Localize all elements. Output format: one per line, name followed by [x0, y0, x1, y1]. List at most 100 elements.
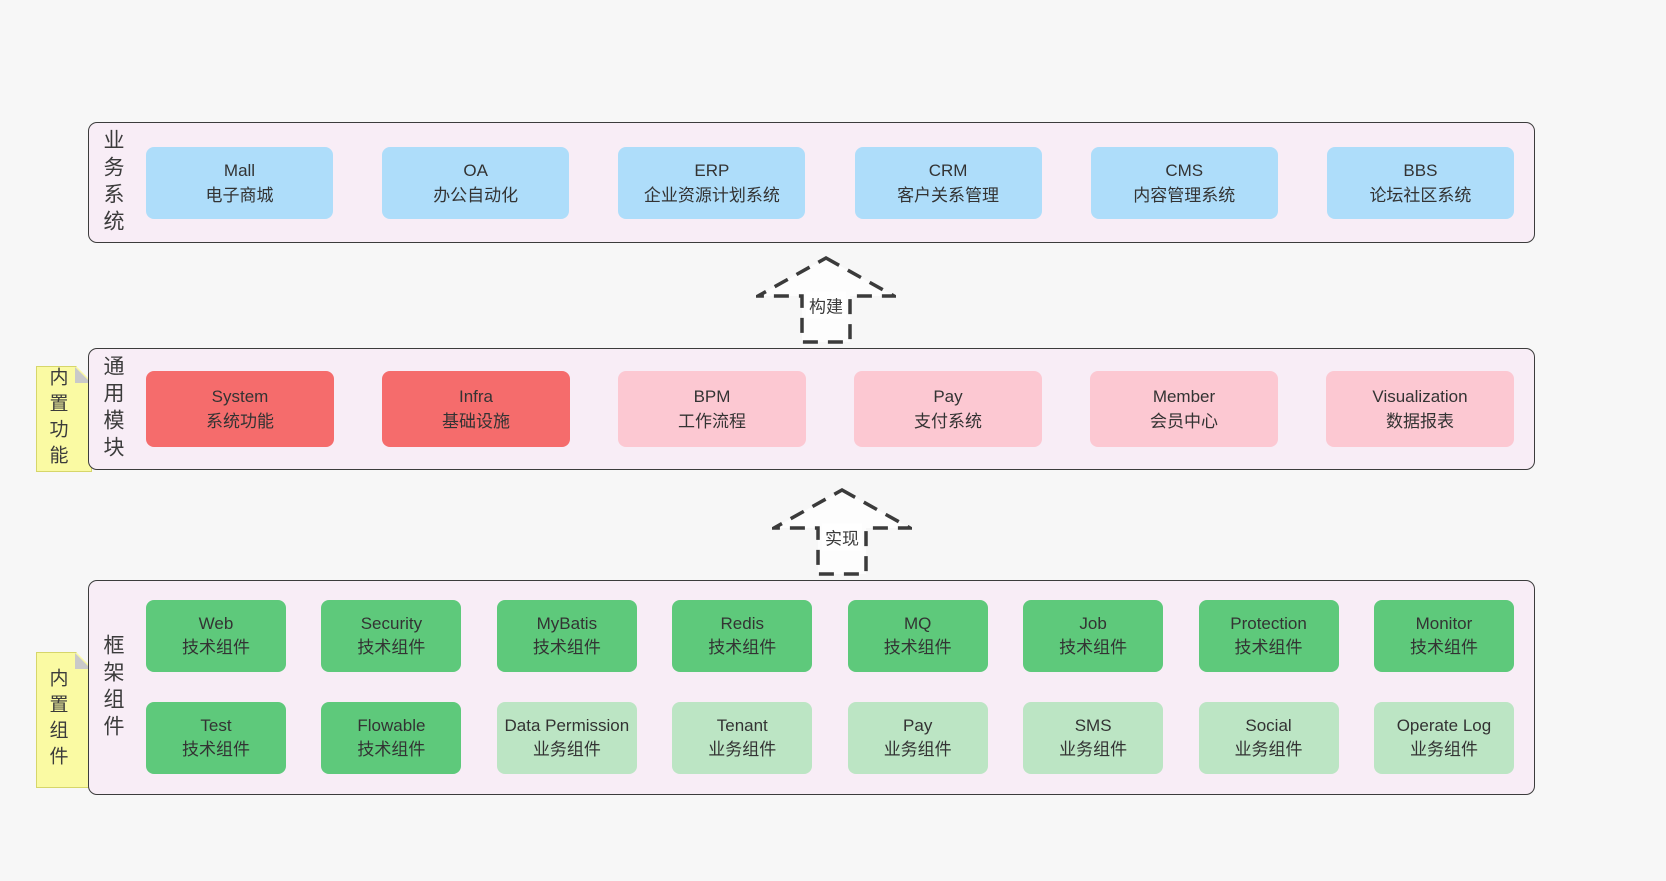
module-box: Pay 业务组件	[847, 702, 988, 774]
module-box: CRM 客户关系管理	[854, 147, 1042, 219]
sticky-note-label: 内置组件	[46, 668, 68, 772]
module-box-subtitle: 技术组件	[1234, 638, 1303, 657]
module-box-subtitle: 电子商城	[205, 186, 274, 205]
build-arrow-label: 构建	[806, 291, 846, 319]
module-box-subtitle: 业务组件	[883, 740, 952, 759]
module-box-title: ERP	[694, 161, 730, 180]
module-box-subtitle: 技术组件	[357, 638, 426, 657]
note-fold-corner	[75, 367, 91, 383]
note-fold-corner	[75, 653, 91, 669]
framework-components-row-2: Test 技术组件 Flowable 技术组件 Data Permission …	[146, 702, 1514, 774]
module-box: Infra 基础设施	[382, 371, 570, 447]
module-box-title: Operate Log	[1396, 716, 1492, 735]
module-box-title: Tenant	[716, 716, 768, 735]
module-box-subtitle: 技术组件	[357, 740, 426, 759]
business-systems-row: Mall 电子商城 OA 办公自动化 ERP 企业资源计划系统 CRM 客户关系…	[146, 147, 1514, 219]
module-box-subtitle: 基础设施	[442, 412, 510, 431]
module-box: Social 业务组件	[1198, 702, 1339, 774]
module-box-title: Web	[198, 614, 234, 633]
module-box-title: MQ	[903, 614, 932, 633]
business-systems-panel: 业务系统 Mall 电子商城 OA 办公自动化 ERP 企业资源计划系统 CRM…	[88, 122, 1535, 243]
module-box-subtitle: 企业资源计划系统	[643, 186, 780, 205]
module-box-subtitle: 业务组件	[1234, 740, 1303, 759]
module-box-subtitle: 技术组件	[182, 638, 250, 657]
module-box-subtitle: 技术组件	[1409, 638, 1478, 657]
module-box-title: CMS	[1165, 161, 1204, 180]
module-box: Test 技术组件	[146, 702, 286, 774]
module-box-subtitle: 技术组件	[182, 740, 250, 759]
implement-arrow-label: 实现	[822, 523, 862, 551]
module-box-title: Infra	[458, 387, 494, 406]
module-box: Web 技术组件	[146, 600, 286, 672]
module-box-subtitle: 论坛社区系统	[1369, 186, 1472, 205]
module-box: Redis 技术组件	[672, 600, 813, 672]
module-box-title: Redis	[720, 614, 764, 633]
module-box: BPM 工作流程	[618, 371, 806, 447]
module-box-title: Pay	[933, 387, 963, 406]
panel-label-common-modules: 通用模块	[101, 355, 124, 463]
module-box: CMS 内容管理系统	[1090, 147, 1278, 219]
module-box-title: BBS	[1403, 161, 1438, 180]
module-box: System 系统功能	[146, 371, 334, 447]
module-box-title: Flowable	[357, 716, 426, 735]
common-modules-row: System 系统功能 Infra 基础设施 BPM 工作流程 Pay 支付系统…	[146, 371, 1514, 447]
module-box: Operate Log 业务组件	[1373, 702, 1514, 774]
module-box-title: Data Permission	[504, 716, 630, 735]
module-box-subtitle: 数据报表	[1386, 412, 1454, 431]
module-box-subtitle: 系统功能	[206, 412, 274, 431]
module-box: Protection 技术组件	[1198, 600, 1339, 672]
module-box: Data Permission 业务组件	[496, 702, 637, 774]
module-box-subtitle: 业务组件	[532, 740, 601, 759]
module-box: SMS 业务组件	[1023, 702, 1164, 774]
module-box: Pay 支付系统	[854, 371, 1042, 447]
framework-components-row-1: Web 技术组件 Security 技术组件 MyBatis 技术组件 Redi…	[146, 600, 1514, 672]
module-box-title: MyBatis	[536, 614, 598, 633]
module-box: Job 技术组件	[1023, 600, 1164, 672]
module-box: MyBatis 技术组件	[496, 600, 637, 672]
module-box-subtitle: 客户关系管理	[897, 186, 1000, 205]
panel-label-framework-components: 框架组件	[101, 633, 124, 742]
common-modules-panel: 通用模块 System 系统功能 Infra 基础设施 BPM 工作流程 Pay…	[88, 348, 1535, 470]
module-box-title: SMS	[1074, 716, 1112, 735]
module-box-subtitle: 技术组件	[532, 638, 601, 657]
module-box: Member 会员中心	[1090, 371, 1278, 447]
module-box-title: Job	[1079, 614, 1107, 633]
module-box: Mall 电子商城	[146, 147, 333, 219]
sticky-note-built-in-features: 内置功能	[36, 366, 92, 472]
panel-label-business-systems: 业务系统	[101, 128, 124, 237]
sticky-note-built-in-components: 内置组件	[36, 652, 92, 788]
module-box: OA 办公自动化	[382, 147, 570, 219]
sticky-note-label: 内置功能	[46, 367, 68, 471]
module-box-subtitle: 业务组件	[708, 740, 777, 759]
module-box-title: CRM	[928, 161, 968, 180]
module-box: Flowable 技术组件	[321, 702, 462, 774]
module-box-title: System	[211, 387, 269, 406]
module-box-subtitle: 会员中心	[1150, 412, 1218, 431]
module-box-title: Monitor	[1415, 614, 1473, 633]
build-arrow: 构建	[756, 256, 896, 344]
module-box-title: Pay	[903, 716, 933, 735]
module-box-subtitle: 业务组件	[1409, 740, 1478, 759]
module-box-subtitle: 内容管理系统	[1133, 186, 1236, 205]
module-box-subtitle: 技术组件	[1059, 638, 1128, 657]
module-box-subtitle: 办公自动化	[433, 186, 519, 205]
module-box: Monitor 技术组件	[1373, 600, 1514, 672]
module-box: Visualization 数据报表	[1326, 371, 1514, 447]
module-box: ERP 企业资源计划系统	[618, 147, 806, 219]
module-box: Tenant 业务组件	[672, 702, 813, 774]
module-box-subtitle: 工作流程	[678, 412, 746, 431]
module-box-title: Visualization	[1372, 387, 1468, 406]
module-box-title: Mall	[223, 161, 256, 180]
module-box: BBS 论坛社区系统	[1326, 147, 1514, 219]
module-box-title: Social	[1245, 716, 1292, 735]
module-box-title: Member	[1152, 387, 1216, 406]
module-box-title: Security	[360, 614, 423, 633]
implement-arrow: 实现	[772, 488, 912, 576]
module-box-subtitle: 技术组件	[708, 638, 777, 657]
module-box-subtitle: 技术组件	[883, 638, 952, 657]
module-box-title: OA	[463, 161, 488, 180]
module-box: Security 技术组件	[321, 600, 462, 672]
module-box-title: Test	[200, 716, 232, 735]
module-box-subtitle: 业务组件	[1059, 740, 1128, 759]
